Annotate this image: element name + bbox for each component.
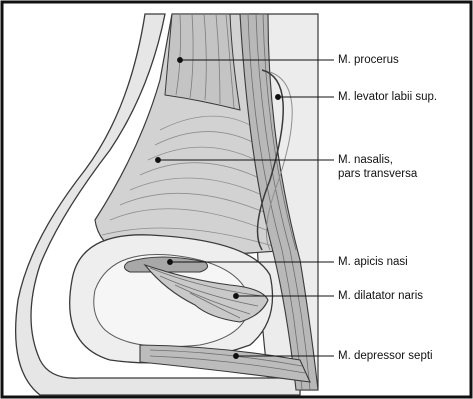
label-nasalis-line1: M. nasalis,: [338, 153, 393, 167]
leader-dot-dilatator: [234, 294, 239, 299]
label-dilatator-naris: M. dilatator naris: [338, 289, 423, 303]
leader-dot-depressor: [234, 354, 239, 359]
label-apicis-nasi: M. apicis nasi: [338, 255, 408, 269]
leader-dot-levator: [276, 95, 281, 100]
leader-dot-apicis: [168, 260, 173, 265]
label-procerus: M. procerus: [338, 53, 399, 67]
leader-dot-procerus: [178, 58, 183, 63]
label-levator-labii: M. levator labii sup.: [338, 90, 437, 104]
leader-dot-nasalis: [156, 158, 161, 163]
label-nasalis-line2: pars transversa: [338, 167, 417, 181]
procerus-muscle: [165, 14, 240, 110]
label-depressor-septi: M. depressor septi: [338, 349, 433, 363]
